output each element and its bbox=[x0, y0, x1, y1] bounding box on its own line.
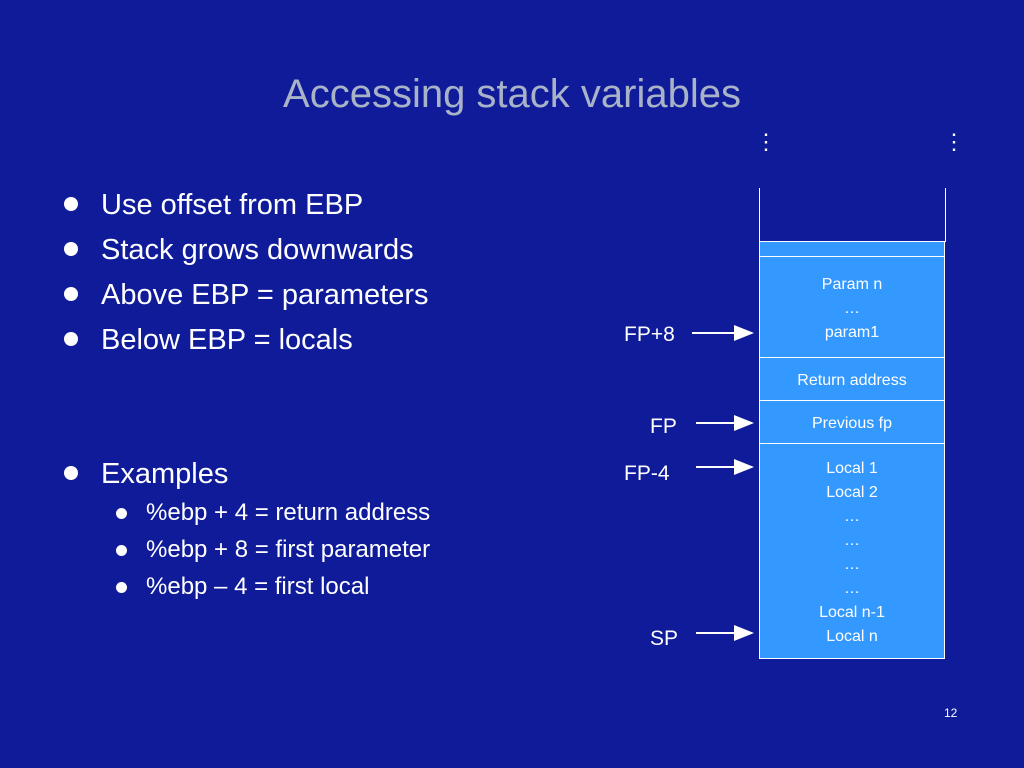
bullet-text: Stack grows downwards bbox=[101, 234, 414, 266]
stack-params-box: Param n … param1 bbox=[759, 256, 945, 358]
bullet-item: Use offset from EBP bbox=[64, 183, 429, 228]
param1-label: param1 bbox=[824, 324, 880, 341]
bullet-text: Above EBP = parameters bbox=[101, 279, 429, 311]
bullet-text: Below EBP = locals bbox=[101, 324, 353, 356]
stack-right-border bbox=[945, 188, 946, 242]
example-item: %ebp + 4 = return address bbox=[116, 494, 430, 531]
bullet-dot-icon bbox=[64, 242, 78, 256]
local-ellipsis-label: … bbox=[844, 532, 860, 549]
bullet-dot-icon bbox=[64, 287, 78, 301]
local-ellipsis-label: … bbox=[844, 580, 860, 597]
local-2-label: Local 2 bbox=[826, 484, 878, 501]
sp-label: SP bbox=[650, 627, 679, 650]
local-n-1-label: Local n-1 bbox=[819, 604, 885, 621]
return-address-label: Return address bbox=[797, 372, 907, 389]
example-text: %ebp – 4 = first local bbox=[146, 573, 370, 600]
bullet-item: Stack grows downwards bbox=[64, 228, 429, 273]
local-n-label: Local n bbox=[826, 628, 878, 645]
bullet-dot-icon bbox=[116, 545, 127, 556]
bullet-item: Above EBP = parameters bbox=[64, 273, 429, 318]
fp-plus-8-label: FP+8 bbox=[624, 323, 675, 346]
bullet-dot-icon bbox=[116, 582, 127, 593]
bullet-item: Below EBP = locals bbox=[64, 318, 429, 363]
examples-heading: Examples bbox=[64, 452, 228, 497]
local-1-label: Local 1 bbox=[826, 460, 878, 477]
previous-fp-label: Previous fp bbox=[811, 415, 893, 432]
stack-left-border bbox=[759, 188, 760, 242]
fp-minus-4-label: FP-4 bbox=[624, 462, 670, 485]
example-text: %ebp + 4 = return address bbox=[146, 499, 431, 526]
local-ellipsis-label: … bbox=[844, 508, 860, 525]
example-item: %ebp – 4 = first local bbox=[116, 568, 430, 605]
param-ellipsis-label: … bbox=[844, 300, 860, 317]
return-address-box: Return address bbox=[759, 357, 945, 401]
bullet-dot-icon bbox=[64, 466, 78, 480]
bullet-dot-icon bbox=[116, 508, 127, 519]
examples-heading-text: Examples bbox=[101, 458, 229, 490]
bullet-list: Use offset from EBP Stack grows downward… bbox=[64, 183, 429, 363]
example-item: %ebp + 8 = first parameter bbox=[116, 531, 430, 568]
page-number: 12 bbox=[944, 706, 958, 720]
bullet-dot-icon bbox=[64, 332, 78, 346]
fp-label: FP bbox=[650, 415, 677, 438]
bullet-dot-icon bbox=[64, 197, 78, 211]
param-n-label: Param n bbox=[821, 276, 883, 293]
local-ellipsis-label: … bbox=[844, 556, 860, 573]
previous-fp-box: Previous fp bbox=[759, 400, 945, 444]
bullet-text: Use offset from EBP bbox=[101, 189, 364, 221]
examples-list: %ebp + 4 = return address %ebp + 8 = fir… bbox=[116, 494, 430, 605]
example-text: %ebp + 8 = first parameter bbox=[146, 536, 431, 563]
slide-title: Accessing stack variables bbox=[283, 72, 741, 116]
locals-box: Local 1 Local 2 … … … … Local n-1 Local … bbox=[759, 443, 945, 659]
